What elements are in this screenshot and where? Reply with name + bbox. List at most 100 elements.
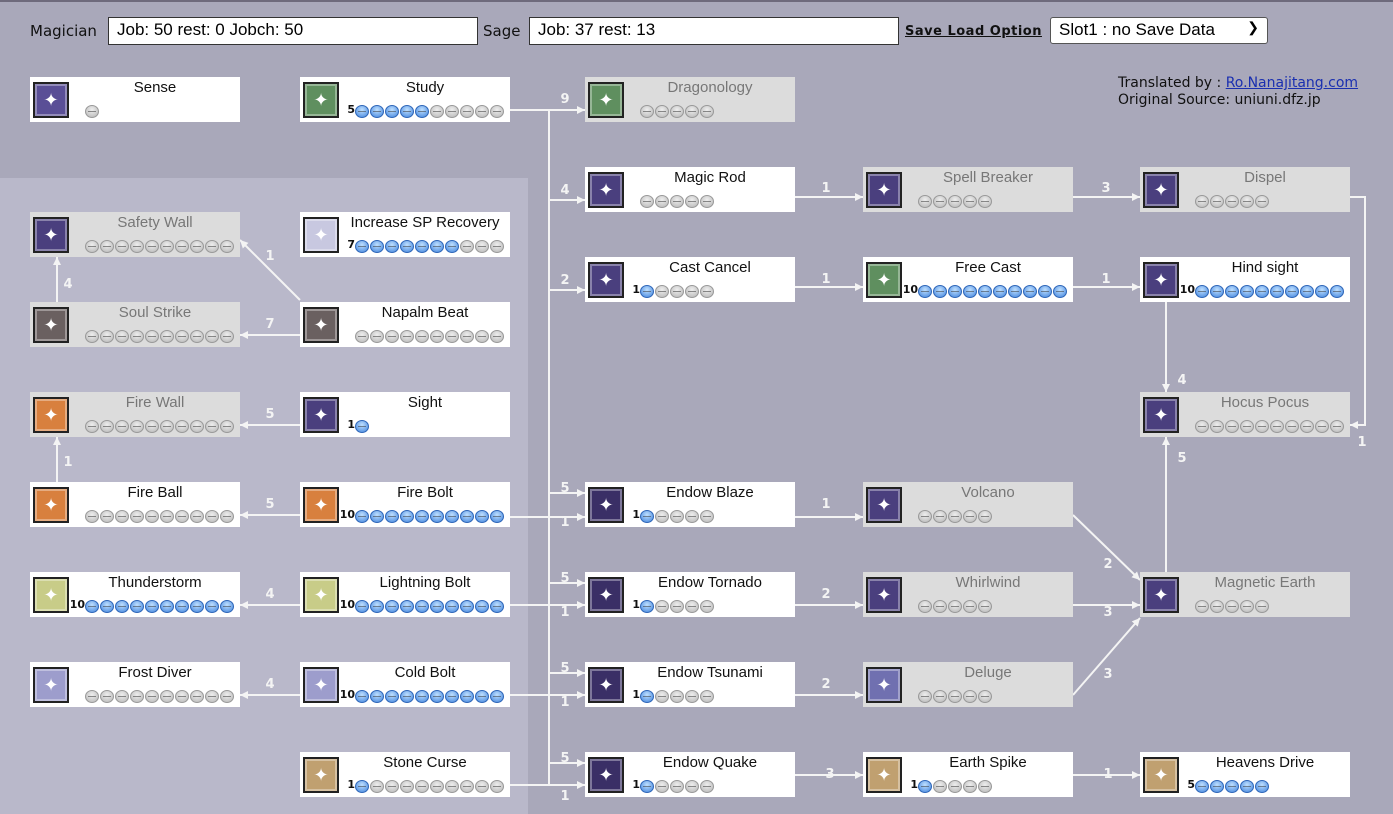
level-dot-empty[interactable]	[355, 330, 369, 343]
level-dot-empty[interactable]	[160, 240, 174, 253]
level-dot-empty[interactable]	[385, 780, 399, 793]
level-dot-empty[interactable]	[670, 600, 684, 613]
skill-frost-diver[interactable]: ✦Frost Diver	[30, 662, 240, 707]
level-dot-filled[interactable]	[100, 600, 114, 613]
level-dot-empty[interactable]	[460, 330, 474, 343]
level-dot-empty[interactable]	[415, 330, 429, 343]
level-dot-filled[interactable]	[1195, 780, 1209, 793]
level-dot-filled[interactable]	[370, 510, 384, 523]
level-dot-empty[interactable]	[948, 690, 962, 703]
level-dot-empty[interactable]	[933, 510, 947, 523]
level-dot-empty[interactable]	[475, 780, 489, 793]
skill-dispel[interactable]: ✦Dispel	[1140, 167, 1350, 212]
level-dot-empty[interactable]	[175, 690, 189, 703]
level-dot-empty[interactable]	[948, 600, 962, 613]
level-dot-filled[interactable]	[145, 600, 159, 613]
class1-job-field[interactable]: Job: 50 rest: 0 Jobch: 50	[108, 17, 478, 45]
level-dot-empty[interactable]	[190, 330, 204, 343]
translator-link[interactable]: Ro.Nanajitang.com	[1225, 75, 1359, 91]
level-dot-empty[interactable]	[948, 195, 962, 208]
level-dot-empty[interactable]	[175, 330, 189, 343]
level-dot-empty[interactable]	[918, 510, 932, 523]
level-dot-filled[interactable]	[385, 510, 399, 523]
level-dot-empty[interactable]	[475, 240, 489, 253]
level-dot-filled[interactable]	[490, 510, 504, 523]
level-dot-empty[interactable]	[190, 690, 204, 703]
skill-magic-rod[interactable]: ✦Magic Rod	[585, 167, 795, 212]
level-dot-empty[interactable]	[918, 195, 932, 208]
level-dot-empty[interactable]	[640, 195, 654, 208]
level-dot-filled[interactable]	[640, 780, 654, 793]
level-dot-empty[interactable]	[1210, 420, 1224, 433]
level-dot-filled[interactable]	[1330, 285, 1344, 298]
level-dot-empty[interactable]	[115, 420, 129, 433]
level-dot-empty[interactable]	[490, 105, 504, 118]
level-dot-empty[interactable]	[1240, 195, 1254, 208]
level-dot-empty[interactable]	[145, 690, 159, 703]
level-dot-empty[interactable]	[685, 690, 699, 703]
level-dot-empty[interactable]	[963, 600, 977, 613]
save-slot-select[interactable]: Slot1 : no Save Data❯	[1050, 17, 1268, 44]
level-dot-filled[interactable]	[445, 690, 459, 703]
level-dot-empty[interactable]	[220, 330, 234, 343]
level-dot-filled[interactable]	[400, 510, 414, 523]
level-dot-empty[interactable]	[100, 510, 114, 523]
level-dot-filled[interactable]	[400, 600, 414, 613]
level-dot-empty[interactable]	[1210, 195, 1224, 208]
level-dot-empty[interactable]	[1210, 600, 1224, 613]
skill-spell-breaker[interactable]: ✦Spell Breaker	[863, 167, 1073, 212]
level-dot-empty[interactable]	[685, 510, 699, 523]
level-dot-filled[interactable]	[1255, 285, 1269, 298]
level-dot-filled[interactable]	[640, 510, 654, 523]
level-dot-empty[interactable]	[490, 330, 504, 343]
level-dot-empty[interactable]	[670, 690, 684, 703]
level-dot-filled[interactable]	[205, 600, 219, 613]
level-dot-empty[interactable]	[85, 420, 99, 433]
level-dot-empty[interactable]	[978, 195, 992, 208]
level-dot-empty[interactable]	[1285, 420, 1299, 433]
level-dot-filled[interactable]	[978, 285, 992, 298]
level-dot-empty[interactable]	[1240, 600, 1254, 613]
level-dot-empty[interactable]	[1240, 420, 1254, 433]
level-dot-empty[interactable]	[1255, 420, 1269, 433]
level-dot-empty[interactable]	[1195, 195, 1209, 208]
level-dot-empty[interactable]	[933, 690, 947, 703]
level-dot-empty[interactable]	[130, 690, 144, 703]
level-dot-empty[interactable]	[1315, 420, 1329, 433]
level-dot-empty[interactable]	[220, 240, 234, 253]
level-dot-empty[interactable]	[490, 780, 504, 793]
level-dot-filled[interactable]	[355, 105, 369, 118]
level-dot-filled[interactable]	[490, 600, 504, 613]
level-dot-empty[interactable]	[1225, 420, 1239, 433]
level-dot-empty[interactable]	[1330, 420, 1344, 433]
level-dot-empty[interactable]	[430, 105, 444, 118]
level-dot-filled[interactable]	[1300, 285, 1314, 298]
level-dot-empty[interactable]	[978, 690, 992, 703]
level-dot-empty[interactable]	[160, 690, 174, 703]
level-dot-empty[interactable]	[685, 195, 699, 208]
level-dot-filled[interactable]	[400, 690, 414, 703]
level-dot-empty[interactable]	[400, 780, 414, 793]
level-dot-empty[interactable]	[190, 510, 204, 523]
level-dot-filled[interactable]	[1240, 285, 1254, 298]
level-dot-empty[interactable]	[400, 330, 414, 343]
level-dot-filled[interactable]	[355, 690, 369, 703]
level-dot-empty[interactable]	[130, 330, 144, 343]
level-dot-filled[interactable]	[445, 240, 459, 253]
level-dot-filled[interactable]	[430, 690, 444, 703]
level-dot-empty[interactable]	[1255, 195, 1269, 208]
level-dot-empty[interactable]	[220, 420, 234, 433]
level-dot-empty[interactable]	[475, 330, 489, 343]
level-dot-empty[interactable]	[948, 780, 962, 793]
skill-soul-strike[interactable]: ✦Soul Strike	[30, 302, 240, 347]
level-dot-empty[interactable]	[655, 600, 669, 613]
level-dot-empty[interactable]	[115, 330, 129, 343]
level-dot-empty[interactable]	[100, 690, 114, 703]
level-dot-empty[interactable]	[475, 105, 489, 118]
